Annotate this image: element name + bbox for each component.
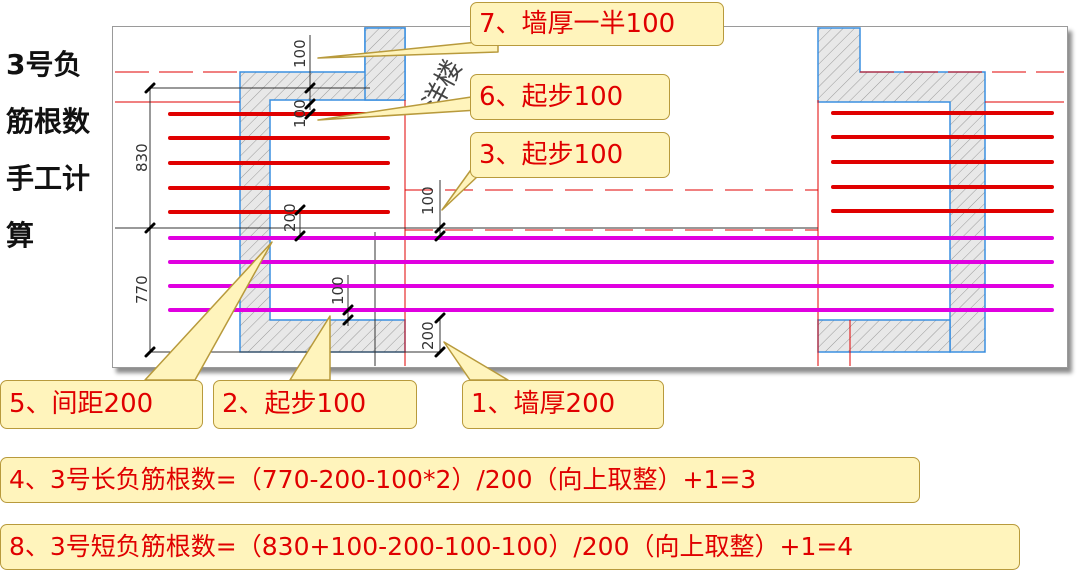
short-rebars xyxy=(168,111,1054,214)
long-rebars xyxy=(168,236,1054,312)
side-title-line-4: 算 xyxy=(6,219,35,252)
callout-start-2: 2、起步100 xyxy=(213,380,417,429)
hatched-walls xyxy=(239,27,986,353)
axis-lines xyxy=(115,71,1064,366)
pointer-c7 xyxy=(317,39,499,59)
dim-200-bottom: 200 xyxy=(419,321,437,350)
callout-pointers xyxy=(144,39,509,381)
callout-wall-half: 7、墙厚一半100 xyxy=(470,2,724,46)
dim-200-left: 200 xyxy=(281,203,299,232)
dim-100-bottom: 100 xyxy=(329,276,347,305)
callout-spacing: 5、间距200 xyxy=(0,380,203,429)
dimension-ticks xyxy=(144,82,446,358)
right-wall-top xyxy=(817,27,986,353)
side-title-line-1: 3号负 xyxy=(6,48,82,81)
formula-long-rebar: 4、3号长负筋根数=（770-200-100*2）/200（向上取整）+1=3 xyxy=(0,457,920,503)
dim-100-right: 100 xyxy=(419,186,437,215)
side-title: 3号负 筋根数 手工计 算 xyxy=(6,36,106,264)
callout-start-3: 3、起步100 xyxy=(470,132,670,178)
dim-100-mid: 100 xyxy=(291,99,309,128)
formula-short-rebar: 8、3号短负筋根数=（830+100-200-100-100）/200（向上取整… xyxy=(0,524,1020,570)
side-title-line-3: 手工计 xyxy=(6,162,91,195)
right-wall-bottom xyxy=(817,319,951,353)
dimension-labels: 830 770 100 100 200 100 100 200 xyxy=(133,39,437,350)
dim-830: 830 xyxy=(133,143,151,172)
callout-wall-thickness: 1、墙厚200 xyxy=(462,380,664,429)
left-wall-stub xyxy=(364,27,406,101)
dim-770: 770 xyxy=(133,275,151,304)
pointer-c1 xyxy=(443,341,509,381)
dim-100-top: 100 xyxy=(291,39,309,68)
callout-start-6: 6、起步100 xyxy=(470,74,670,120)
side-title-line-2: 筋根数 xyxy=(6,105,91,138)
